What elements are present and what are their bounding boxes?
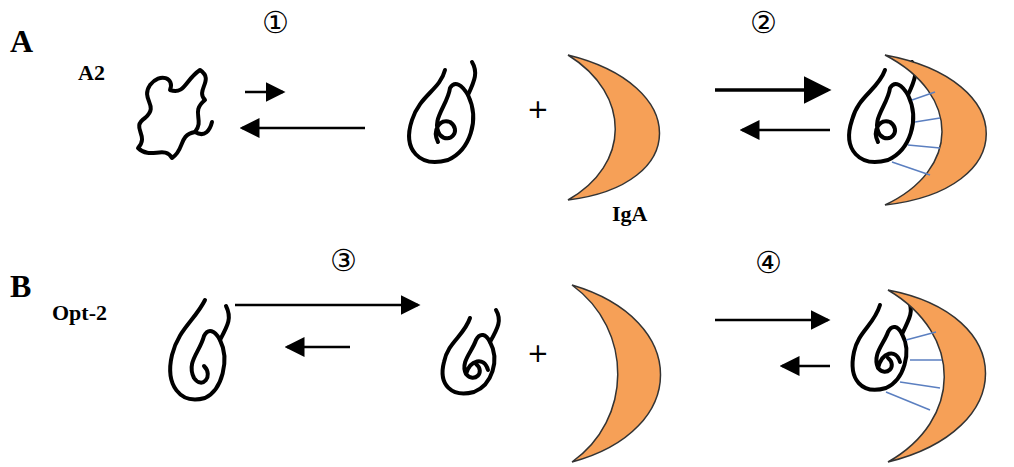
iga-crescent — [572, 285, 661, 462]
panel-letter: A — [10, 25, 33, 57]
bound-peptide — [849, 70, 913, 162]
step-number: ② — [750, 8, 777, 38]
opt2-peptide — [170, 300, 224, 399]
step-number: ① — [262, 8, 289, 38]
binding-line — [910, 359, 942, 361]
binding-line — [915, 118, 940, 122]
binding-line — [900, 382, 940, 388]
forward-arrow — [715, 88, 828, 92]
unfolded-peptide — [138, 70, 206, 158]
folded-tail — [468, 62, 475, 95]
plus-sign: + — [527, 340, 549, 366]
iga-crescent — [568, 55, 660, 200]
peptide-name: A2 — [78, 62, 105, 84]
step-number: ③ — [330, 246, 357, 276]
plus-sign: + — [527, 96, 549, 122]
binding-line — [906, 332, 936, 340]
folded-peptide — [409, 70, 473, 162]
forward-arrow — [235, 304, 418, 307]
binding-line — [912, 92, 935, 100]
iga-crescent — [888, 290, 986, 462]
unfolded-tail — [195, 122, 212, 134]
peptide-name: Opt-2 — [52, 302, 107, 324]
reverse-arrow — [742, 129, 830, 132]
iga-crescent — [885, 55, 986, 205]
bound-peptide-b — [853, 305, 907, 390]
panel-letter: B — [10, 270, 31, 302]
binding-line — [886, 392, 930, 410]
binding-line — [908, 145, 940, 148]
folded-tail-b — [490, 310, 499, 342]
antibody-name: IgA — [612, 203, 647, 225]
reverse-arrow — [287, 346, 350, 349]
reverse-arrow — [242, 127, 365, 130]
step-number: ④ — [755, 248, 782, 278]
binding-line — [892, 162, 930, 175]
forward-arrow — [715, 319, 828, 322]
opt2-tail — [220, 306, 229, 340]
reverse-arrow — [782, 365, 830, 368]
folded-peptide-b — [443, 318, 495, 393]
forward-arrow — [245, 91, 283, 94]
